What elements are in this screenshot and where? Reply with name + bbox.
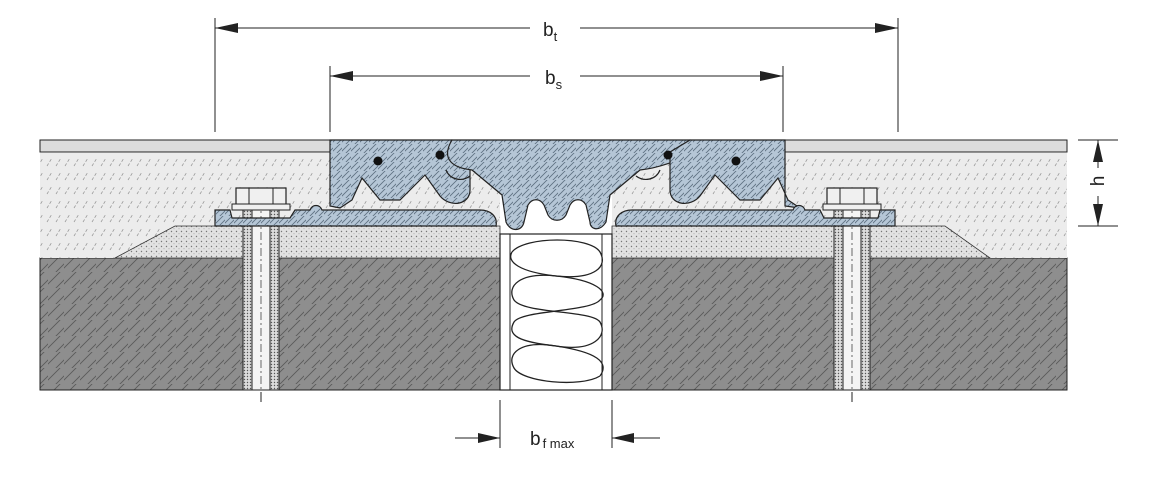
dimension-bs: bs [329, 66, 784, 132]
aluminium-profile [214, 139, 896, 231]
floor-surface [39, 139, 1068, 153]
dimension-bt: bt [214, 18, 899, 132]
anchor-bolt-left [231, 187, 291, 402]
joint-filler [499, 233, 613, 391]
bedding-mortar [114, 225, 992, 259]
label-bt: bt [543, 20, 558, 44]
label-bs: bs [545, 68, 563, 92]
label-h: h [1088, 176, 1109, 187]
anchor-bolt-right [822, 187, 882, 402]
dimension-h: h [1078, 139, 1118, 227]
